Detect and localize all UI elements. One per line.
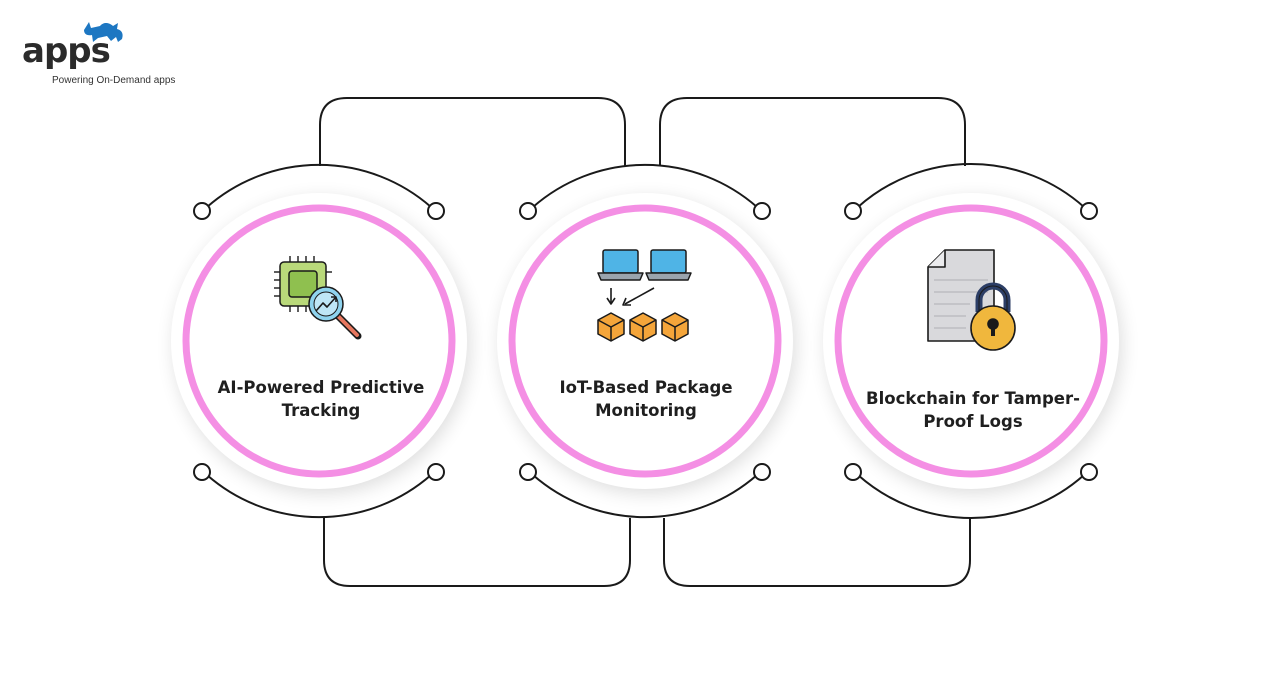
ai-chip-magnifier-icon [274, 256, 362, 340]
rhino-icon [84, 22, 123, 42]
node-ring [508, 204, 782, 478]
connector-lines [206, 97, 1085, 587]
node-blockchain-logs[interactable] [823, 193, 1122, 494]
locked-document-icon [927, 249, 1016, 351]
logo-wordmark: apps [22, 31, 111, 71]
connector-dots [193, 202, 1098, 481]
node-ring [182, 204, 456, 478]
node-iot-package-monitoring[interactable] [497, 193, 796, 494]
brand-logo[interactable]: apps Powering On-Demand apps [22, 18, 192, 90]
node-label-blockchain-logs: Blockchain for Tamper-Proof Logs [866, 389, 1080, 431]
node-ai-predictive-tracking[interactable] [171, 193, 470, 494]
node-label-ai-predictive-tracking: AI-Powered Predictive Tracking [217, 378, 425, 420]
node-label-iot-package-monitoring: IoT-Based Package Monitoring [559, 378, 733, 420]
logo-tagline: Powering On-Demand apps [52, 75, 176, 86]
iot-devices-packages-icon [597, 249, 692, 342]
